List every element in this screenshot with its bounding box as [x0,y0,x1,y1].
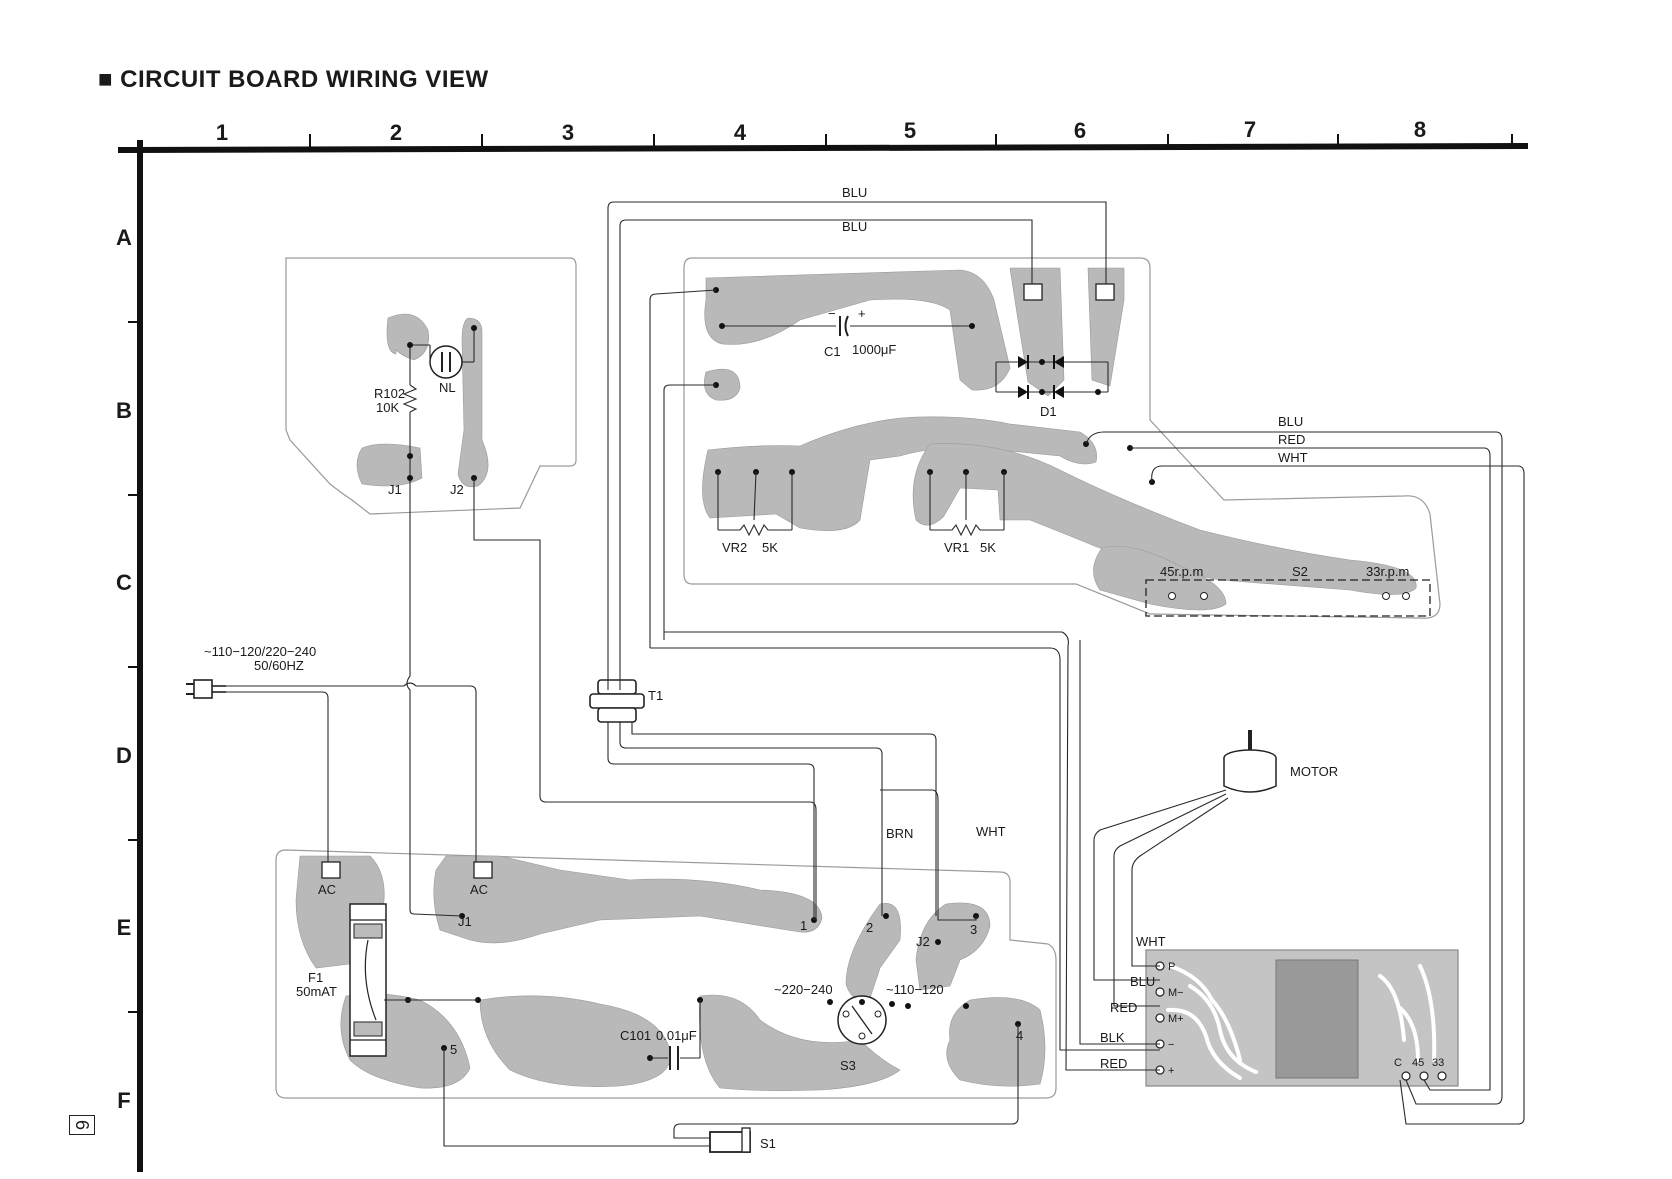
motor-c-label: C [1394,1057,1402,1069]
wire-labels: BLU BLU BLU RED WHT BRN WHT WHT BLU RED … [842,185,1308,1071]
s1-label: S1 [760,1136,776,1151]
col-label-8: 8 [1414,117,1426,142]
row-label-b: B [116,398,132,423]
j1-top-label: J1 [388,482,402,497]
j2-bottom-label: J2 [916,934,930,949]
board-indicator: R102 10K NL J1 J2 [286,258,576,514]
motor-45-label: 45 [1412,1057,1424,1069]
wire-motor-blu: BLU [1130,974,1155,989]
r102-value: 10K [376,400,399,415]
vr2-label: VR2 [722,540,747,555]
term4-label: 4 [1016,1028,1023,1043]
term3-label: 3 [970,922,977,937]
wire-motor-red2: RED [1100,1056,1127,1071]
term1-label: 1 [800,918,807,933]
col-label-3: 3 [562,120,574,145]
ac1-label: AC [318,882,336,897]
t1-label: T1 [648,688,663,703]
c1-label: C1 [824,344,841,359]
vr1-label: VR1 [944,540,969,555]
c1-plus-label: + [858,306,866,321]
rpm33-label: 33r.p.m [1366,564,1409,579]
nl-label: NL [439,380,456,395]
row-label-d: D [116,743,132,768]
wire-wht-right: WHT [1278,450,1308,465]
motor: MOTOR [1224,730,1338,792]
power-voltage-label: ~110−120/220−240 [204,644,316,659]
vr1-value: 5K [980,540,996,555]
v110-label: ~110−120 [886,982,944,997]
board-main: − + C1 1000μF D1 VR2 [684,258,1440,618]
term5-label: 5 [450,1042,457,1057]
motor-minus-label: − [1168,1039,1174,1051]
col-label-4: 4 [734,120,747,145]
wire-brn: BRN [886,826,913,841]
board-power: AC AC F1 50mAT 1 2 3 4 5 J1 J2 [276,850,1056,1098]
rpm45-label: 45r.p.m [1160,564,1203,579]
wire-wht-mid: WHT [976,824,1006,839]
motor-plus-label: + [1168,1065,1174,1077]
wire-blu-right: BLU [1278,414,1303,429]
switch-s1: S1 [710,1128,776,1152]
board-motor: P M− M+ − + C 45 33 [1146,950,1458,1086]
wire-red-right: RED [1278,432,1305,447]
col-label-1: 1 [216,120,228,145]
c101-label: C101 [620,1028,651,1043]
motor-33-label: 33 [1432,1057,1444,1069]
r102-label: R102 [374,386,405,401]
motor-p-label: P [1168,961,1175,973]
s2-label: S2 [1292,564,1308,579]
v220-label: ~220−240 [774,982,833,997]
c1-minus-label: − [828,306,836,321]
row-label-c: C [116,570,132,595]
wire-blu-top2: BLU [842,219,867,234]
ac2-label: AC [470,882,488,897]
motor-m-plus-label: M+ [1168,1013,1184,1025]
row-labels: A B C D E F [116,225,132,1113]
term2-label: 2 [866,920,873,935]
row-label-a: A [116,225,132,250]
row-label-e: E [117,915,132,940]
j2-top-label: J2 [450,482,464,497]
wire-motor-blk: BLK [1100,1030,1125,1045]
power-plug: ~110−120/220−240 50/60HZ [186,644,316,698]
wire-motor-wht: WHT [1136,934,1166,949]
f1-label: F1 [308,970,323,985]
c1-value: 1000μF [852,342,896,357]
wire-motor-red: RED [1110,1000,1137,1015]
column-labels: 1 2 3 4 5 6 7 8 [216,117,1426,145]
col-label-2: 2 [390,120,402,145]
motor-m-minus-label: M− [1168,987,1184,999]
c101-value: 0.01μF [656,1028,697,1043]
d1-label: D1 [1040,404,1057,419]
col-label-7: 7 [1244,117,1256,142]
power-freq-label: 50/60HZ [254,658,304,673]
motor-label: MOTOR [1290,764,1338,779]
wire-blu-top1: BLU [842,185,867,200]
col-label-6: 6 [1074,118,1086,143]
vr2-value: 5K [762,540,778,555]
row-label-f: F [117,1088,130,1113]
f1-value: 50mAT [296,984,337,999]
transformer-t1: T1 [590,680,663,722]
col-label-5: 5 [904,118,916,143]
s3-label: S3 [840,1058,856,1073]
